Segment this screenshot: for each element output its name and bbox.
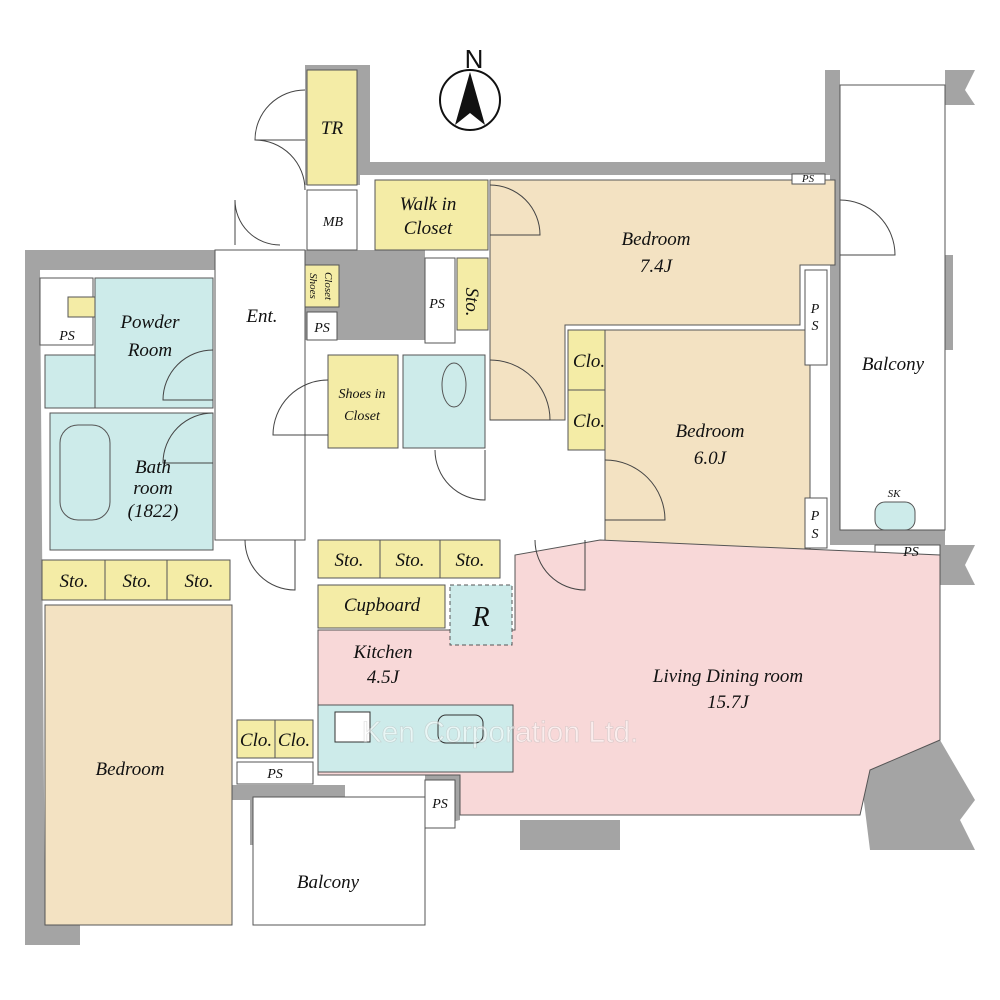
label-walk-in-closet-1: Walk in xyxy=(400,194,457,215)
living-dining-room xyxy=(317,539,941,816)
ps-east-1 xyxy=(804,269,828,366)
label-balcony-south: Balcony xyxy=(297,872,360,893)
label-bedroom-1-size: 7.4J xyxy=(640,256,674,277)
label-bedroom-3: Bedroom xyxy=(96,759,165,780)
label-ps-east-1a: P xyxy=(810,302,820,317)
shoes-closet-small xyxy=(304,264,340,308)
bedroom-6-0j xyxy=(604,329,811,551)
watermark: Ken Corporation Ltd. xyxy=(362,716,639,749)
label-closet-1: Clo. xyxy=(573,351,605,372)
bedroom-west xyxy=(44,604,233,926)
balcony-south xyxy=(252,796,426,926)
label-ps-se: PS xyxy=(902,545,919,560)
label-ps-hall: PS xyxy=(266,767,283,782)
entrance xyxy=(214,249,306,541)
ps-left-box xyxy=(67,296,96,318)
ps-east-2 xyxy=(804,497,828,549)
label-storage-kitchen-1: Sto. xyxy=(334,550,363,571)
label-ps-east-2b: S xyxy=(812,527,819,542)
label-cupboard: Cupboard xyxy=(344,595,421,616)
label-storage-kitchen-2: Sto. xyxy=(395,550,424,571)
label-tr: TR xyxy=(321,118,344,139)
label-bathroom-3: (1822) xyxy=(128,501,179,522)
label-ps-left: PS xyxy=(58,329,75,344)
label-refrigerator: R xyxy=(471,602,489,633)
label-ps-east-2a: P xyxy=(810,509,820,524)
ps-entrance xyxy=(306,311,338,341)
ps-top xyxy=(791,173,826,185)
label-storage-left-3: Sto. xyxy=(184,571,213,592)
label-bedroom-2: Bedroom xyxy=(676,421,745,442)
walk-in-closet xyxy=(374,179,489,251)
label-kitchen: Kitchen xyxy=(352,642,412,663)
storage-row-left xyxy=(41,559,231,601)
label-shoes-in-closet-1: Shoes in xyxy=(338,387,385,402)
label-living-dining-size: 15.7J xyxy=(707,692,750,713)
label-bedroom-2-size: 6.0J xyxy=(694,448,728,469)
powder-room xyxy=(94,277,214,409)
label-ps-east-1b: S xyxy=(812,319,819,334)
label-storage-vertical: Sto. xyxy=(461,287,482,316)
label-bedroom-1: Bedroom xyxy=(622,229,691,250)
label-ps-south: PS xyxy=(431,797,448,812)
label-powder-room-2: Room xyxy=(127,340,172,361)
label-mb: MB xyxy=(322,215,344,230)
meter-box xyxy=(306,189,358,251)
label-shoes-closet-1: Shoes xyxy=(307,273,319,299)
label-storage-kitchen-3: Sto. xyxy=(455,550,484,571)
refrigerator-space xyxy=(449,584,513,646)
label-walk-in-closet-2: Closet xyxy=(404,218,453,239)
doors xyxy=(162,89,896,591)
label-storage-left-2: Sto. xyxy=(122,571,151,592)
bathtub-icon xyxy=(59,424,111,521)
label-ps-top: PS xyxy=(801,173,815,185)
label-balcony-east: Balcony xyxy=(862,354,925,375)
toilet xyxy=(402,354,486,449)
label-bathroom-1: Bath xyxy=(135,457,171,478)
label-ps-entrance: PS xyxy=(313,321,330,336)
storage-vertical xyxy=(456,257,489,331)
label-shoes-closet-2: Closet xyxy=(322,272,334,301)
label-shoes-in-closet-2: Closet xyxy=(344,409,381,424)
label-kitchen-size: 4.5J xyxy=(367,667,401,688)
label-closet-hall-1: Clo. xyxy=(240,730,272,751)
balcony-east xyxy=(839,84,946,531)
label-closet-hall-2: Clo. xyxy=(278,730,310,751)
ps-south xyxy=(424,779,456,829)
label-bathroom-2: room xyxy=(133,478,172,499)
kitchen-sink-icon xyxy=(437,714,484,744)
toilet-icon xyxy=(441,362,467,408)
sink xyxy=(874,501,916,531)
label-storage-left-1: Sto. xyxy=(59,571,88,592)
shoes-in-closet xyxy=(327,354,399,449)
north-compass: N xyxy=(439,44,501,131)
label-living-dining: Living Dining room xyxy=(652,666,803,687)
label-powder-room-1: Powder xyxy=(119,312,180,333)
bathroom xyxy=(49,412,214,551)
label-sink: SK xyxy=(888,488,902,500)
cupboard xyxy=(317,584,446,629)
north-label: N xyxy=(465,44,484,74)
washbasin xyxy=(44,354,96,409)
storage-row-kitchen xyxy=(317,539,501,579)
label-ps-center: PS xyxy=(428,297,445,312)
trunk-room xyxy=(306,69,358,186)
ps-hall xyxy=(236,761,314,785)
label-entrance: Ent. xyxy=(245,306,277,327)
label-closet-2: Clo. xyxy=(573,411,605,432)
stove-icon xyxy=(334,711,371,743)
ps-center xyxy=(424,257,456,344)
